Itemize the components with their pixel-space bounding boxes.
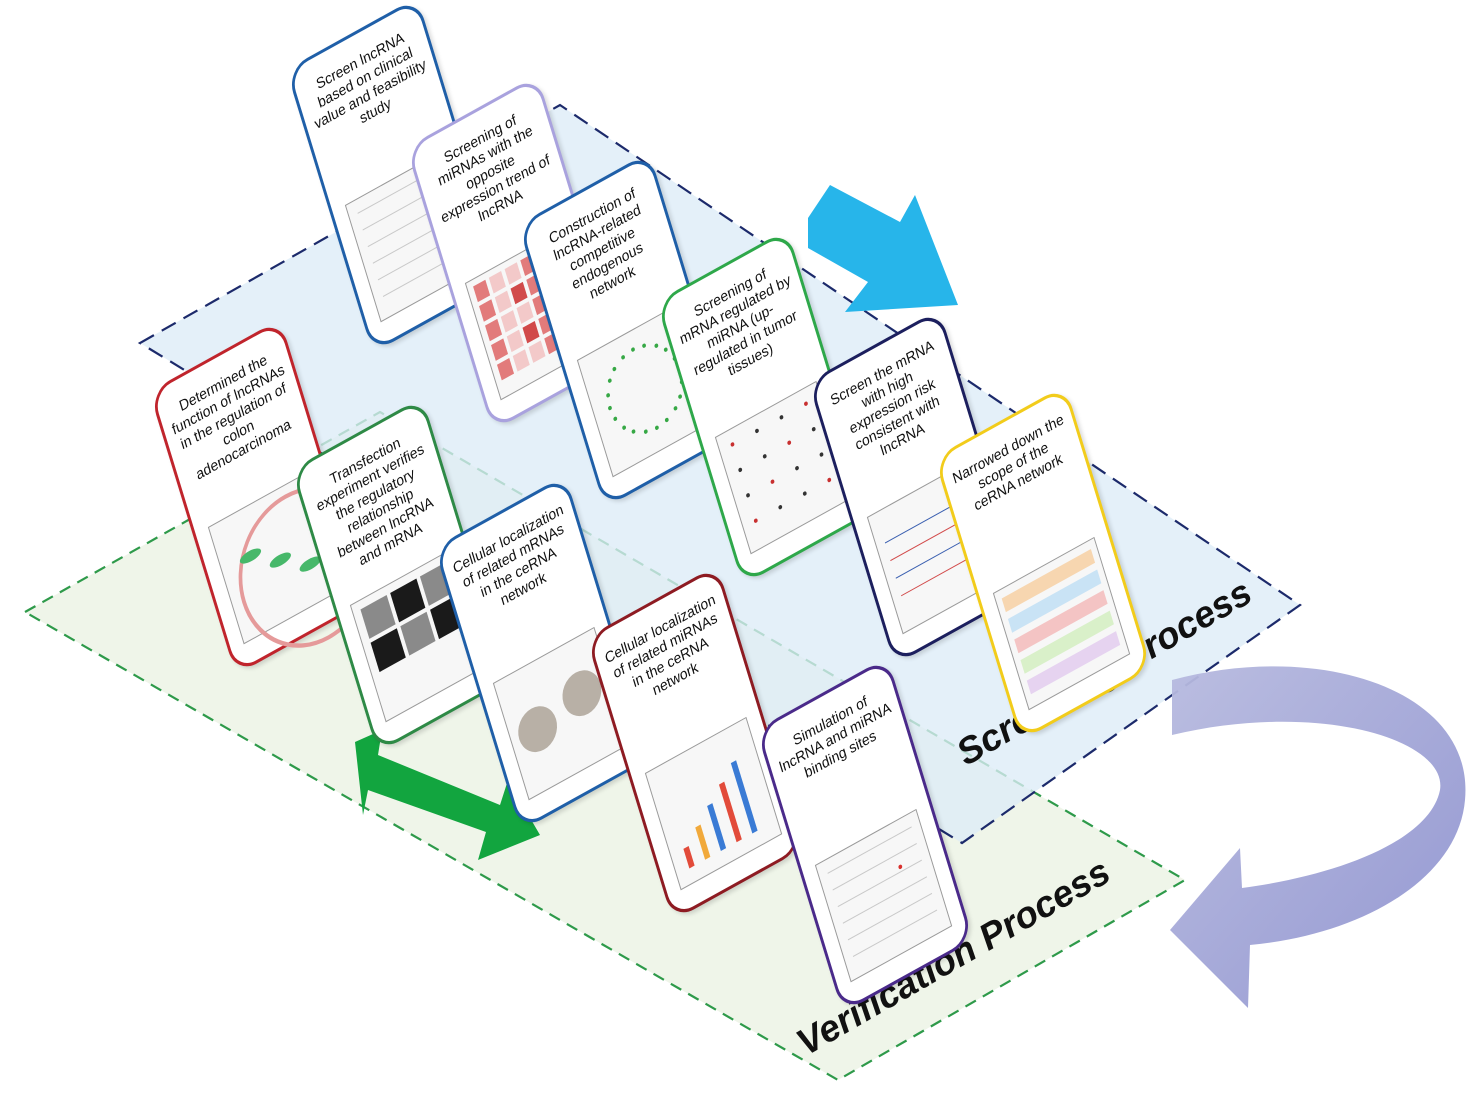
- network-node: [664, 416, 670, 423]
- expression-dot: [777, 504, 783, 511]
- network-node: [663, 347, 669, 353]
- heatmap-cell: [528, 340, 546, 363]
- heatmap-cell: [473, 279, 491, 303]
- thumb-line: [847, 892, 932, 941]
- expression-dot: [779, 414, 784, 421]
- network-node: [612, 365, 618, 372]
- expression-dot: [803, 400, 809, 407]
- expression-dot: [745, 492, 751, 499]
- network-node: [631, 428, 637, 435]
- network-node: [642, 342, 647, 349]
- network-node: [607, 405, 613, 411]
- heatmap-cell: [506, 329, 524, 353]
- expression-dot: [762, 453, 768, 460]
- heatmap-cell: [488, 271, 506, 294]
- heatmap-cell: [494, 290, 512, 313]
- heatmap-cell: [510, 281, 528, 305]
- tissue-core: [512, 698, 563, 760]
- heatmap-cell: [512, 349, 530, 372]
- green-arrow: [355, 730, 540, 860]
- heatmap-cell: [504, 262, 522, 285]
- thumb-line: [832, 843, 917, 891]
- blue-arrow: [808, 185, 958, 312]
- expression-dot: [737, 466, 743, 473]
- expression-dot: [754, 427, 760, 434]
- thumb-line: [842, 876, 927, 924]
- network-node: [621, 424, 626, 431]
- expression-dot: [786, 439, 792, 446]
- bar-mark: [683, 845, 695, 869]
- network-node: [653, 342, 659, 349]
- heatmap-cell: [496, 357, 515, 381]
- heatmap-cell: [522, 320, 540, 344]
- thumb-line: [837, 859, 922, 908]
- network-node: [605, 392, 611, 398]
- expression-dot: [811, 426, 817, 433]
- network-node: [643, 428, 648, 435]
- card-thumbnail: [814, 808, 953, 983]
- expression-dot: [819, 451, 824, 458]
- network-node: [607, 378, 612, 385]
- expression-dot: [794, 465, 800, 472]
- network-node: [630, 346, 636, 353]
- network-node: [672, 405, 678, 412]
- heatmap-cell: [491, 338, 509, 361]
- heatmap-cell: [500, 310, 518, 333]
- expression-dot: [770, 478, 775, 485]
- expression-dot: [730, 441, 735, 448]
- heatmap-cell: [479, 299, 497, 322]
- network-node: [654, 424, 660, 431]
- network-node: [620, 354, 626, 361]
- thumb-line: [853, 909, 938, 957]
- expression-dot: [826, 477, 832, 483]
- bar-mark: [707, 803, 727, 852]
- network-node: [613, 416, 618, 423]
- thumb-mark: [897, 864, 903, 870]
- expression-dot: [802, 490, 808, 497]
- bar-mark: [695, 824, 711, 860]
- heatmap-cell: [516, 301, 534, 324]
- network-node: [677, 393, 683, 399]
- expression-dot: [753, 517, 759, 524]
- cycle-arrow: [1170, 666, 1466, 1008]
- heatmap-cell: [485, 318, 503, 342]
- card-thumbnail: [992, 536, 1131, 711]
